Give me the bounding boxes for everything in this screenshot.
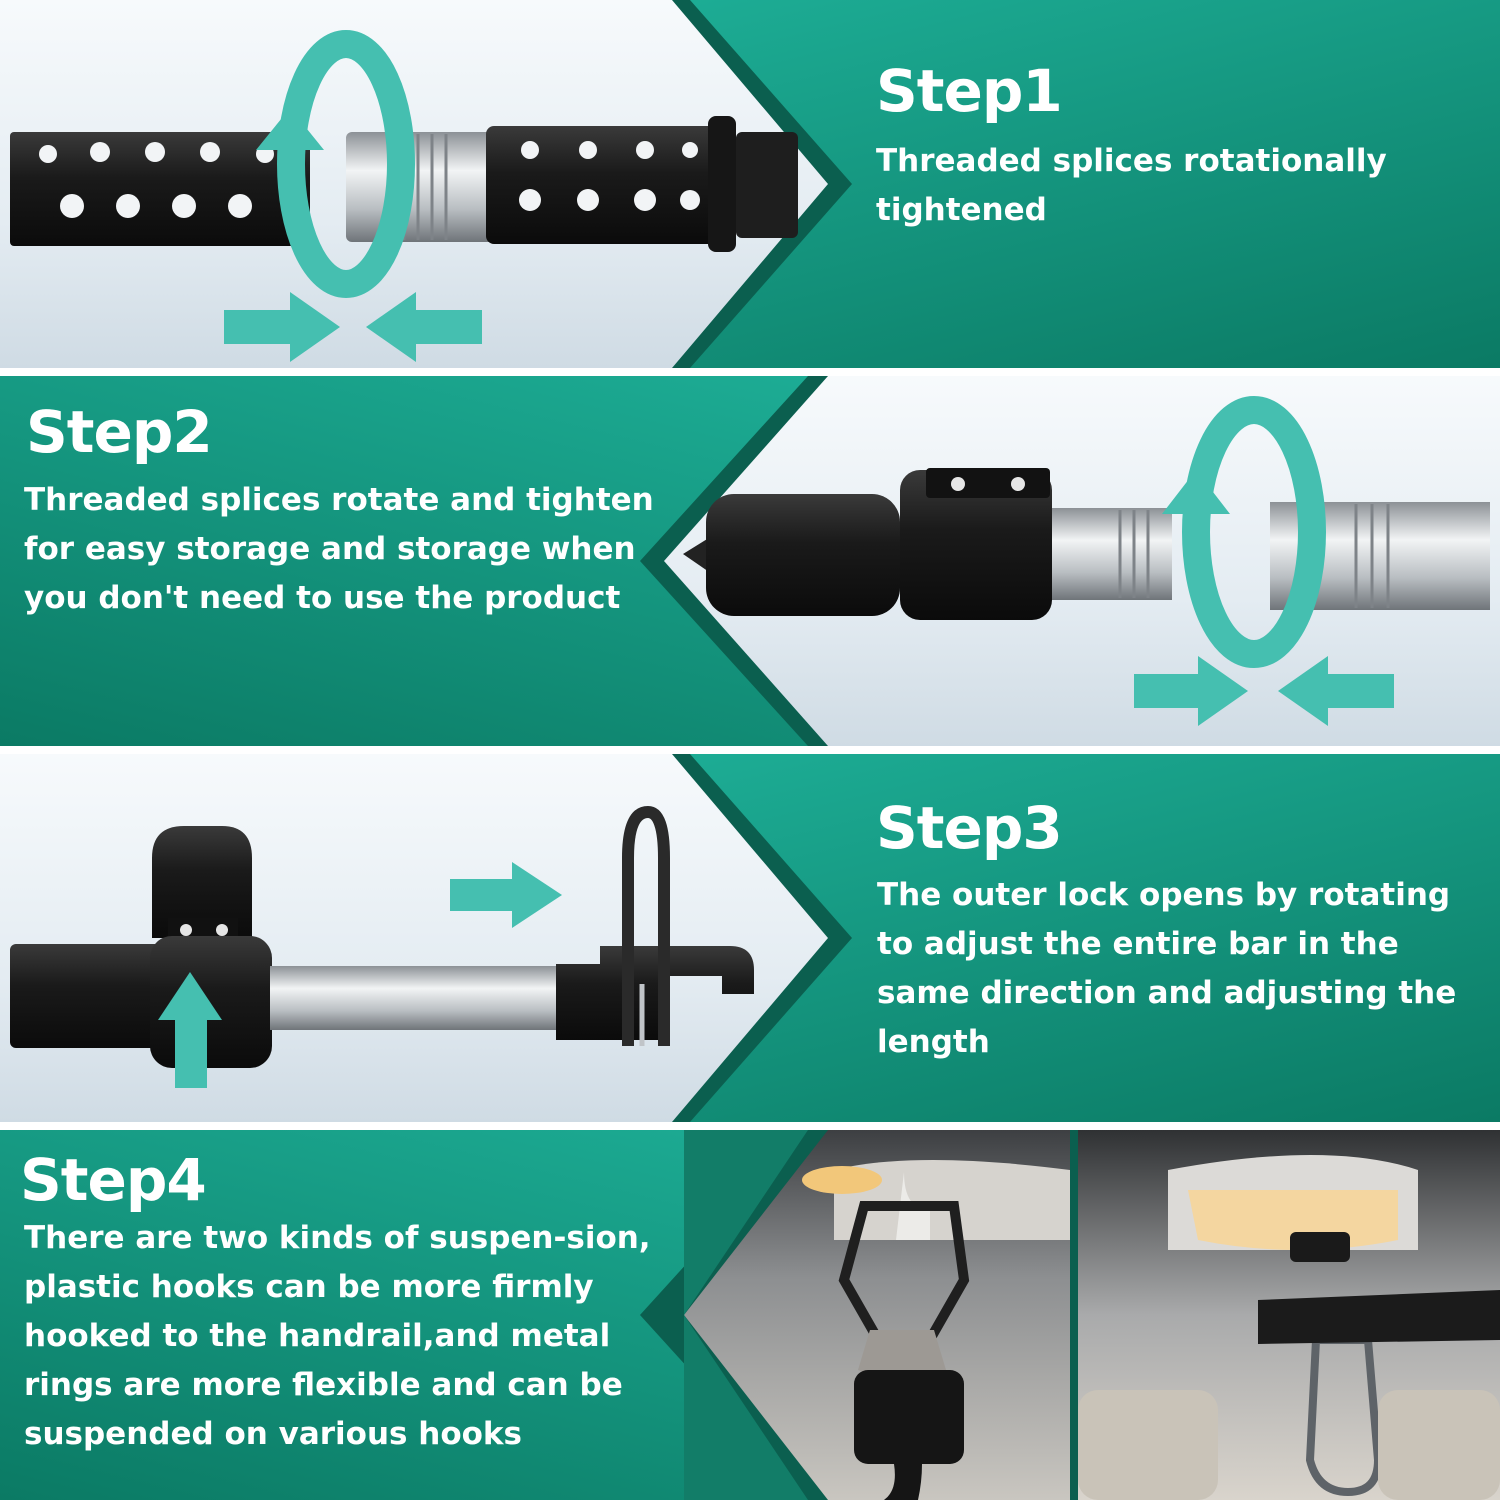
step2-description: Threaded splices rotate and tighten for … xyxy=(24,482,654,616)
step4-title: Step4 xyxy=(20,1146,207,1214)
slide-arrow-right-icon xyxy=(450,862,562,928)
step3-description: The outer lock opens by rotating to adju… xyxy=(877,877,1457,1060)
rod-lock-clamp xyxy=(683,468,1490,620)
push-arrow-left-icon xyxy=(1278,656,1394,726)
step2-title: Step2 xyxy=(26,398,213,466)
photo-plastic-hook xyxy=(684,1130,1070,1500)
metal-ring-photo xyxy=(1078,1130,1500,1500)
step1-illustration xyxy=(10,30,798,362)
push-arrow-up-icon xyxy=(158,972,222,1088)
push-arrow-right-icon xyxy=(1134,656,1248,726)
step2-panel: Step2 Threaded splices rotate and tighte… xyxy=(0,376,1500,746)
photo-metal-ring xyxy=(1078,1130,1500,1500)
step3-illustration xyxy=(10,805,754,1088)
step2-illustration xyxy=(683,396,1490,726)
rotate-arrow-icon xyxy=(1162,396,1326,668)
rod-with-end-hook xyxy=(10,805,754,1068)
step1-title: Step1 xyxy=(876,57,1063,125)
push-arrow-left-icon xyxy=(366,292,482,362)
step3-panel: Step3 The outer lock opens by rotating t… xyxy=(0,754,1500,1122)
step4-description: There are two kinds of suspen-sion, plas… xyxy=(24,1220,651,1452)
push-arrow-right-icon xyxy=(224,292,340,362)
step4-panel: Step4 There are two kinds of suspen-sion… xyxy=(0,1130,1500,1500)
step1-description: Threaded splices rotationally tightened xyxy=(876,143,1387,228)
step3-title: Step3 xyxy=(876,794,1063,862)
plastic-hook-photo xyxy=(684,1130,1070,1500)
rod-left-grip xyxy=(10,132,310,246)
step1-panel: Step1 Threaded splices rotationally tigh… xyxy=(0,0,1500,368)
rotate-arrow-icon xyxy=(256,30,415,298)
